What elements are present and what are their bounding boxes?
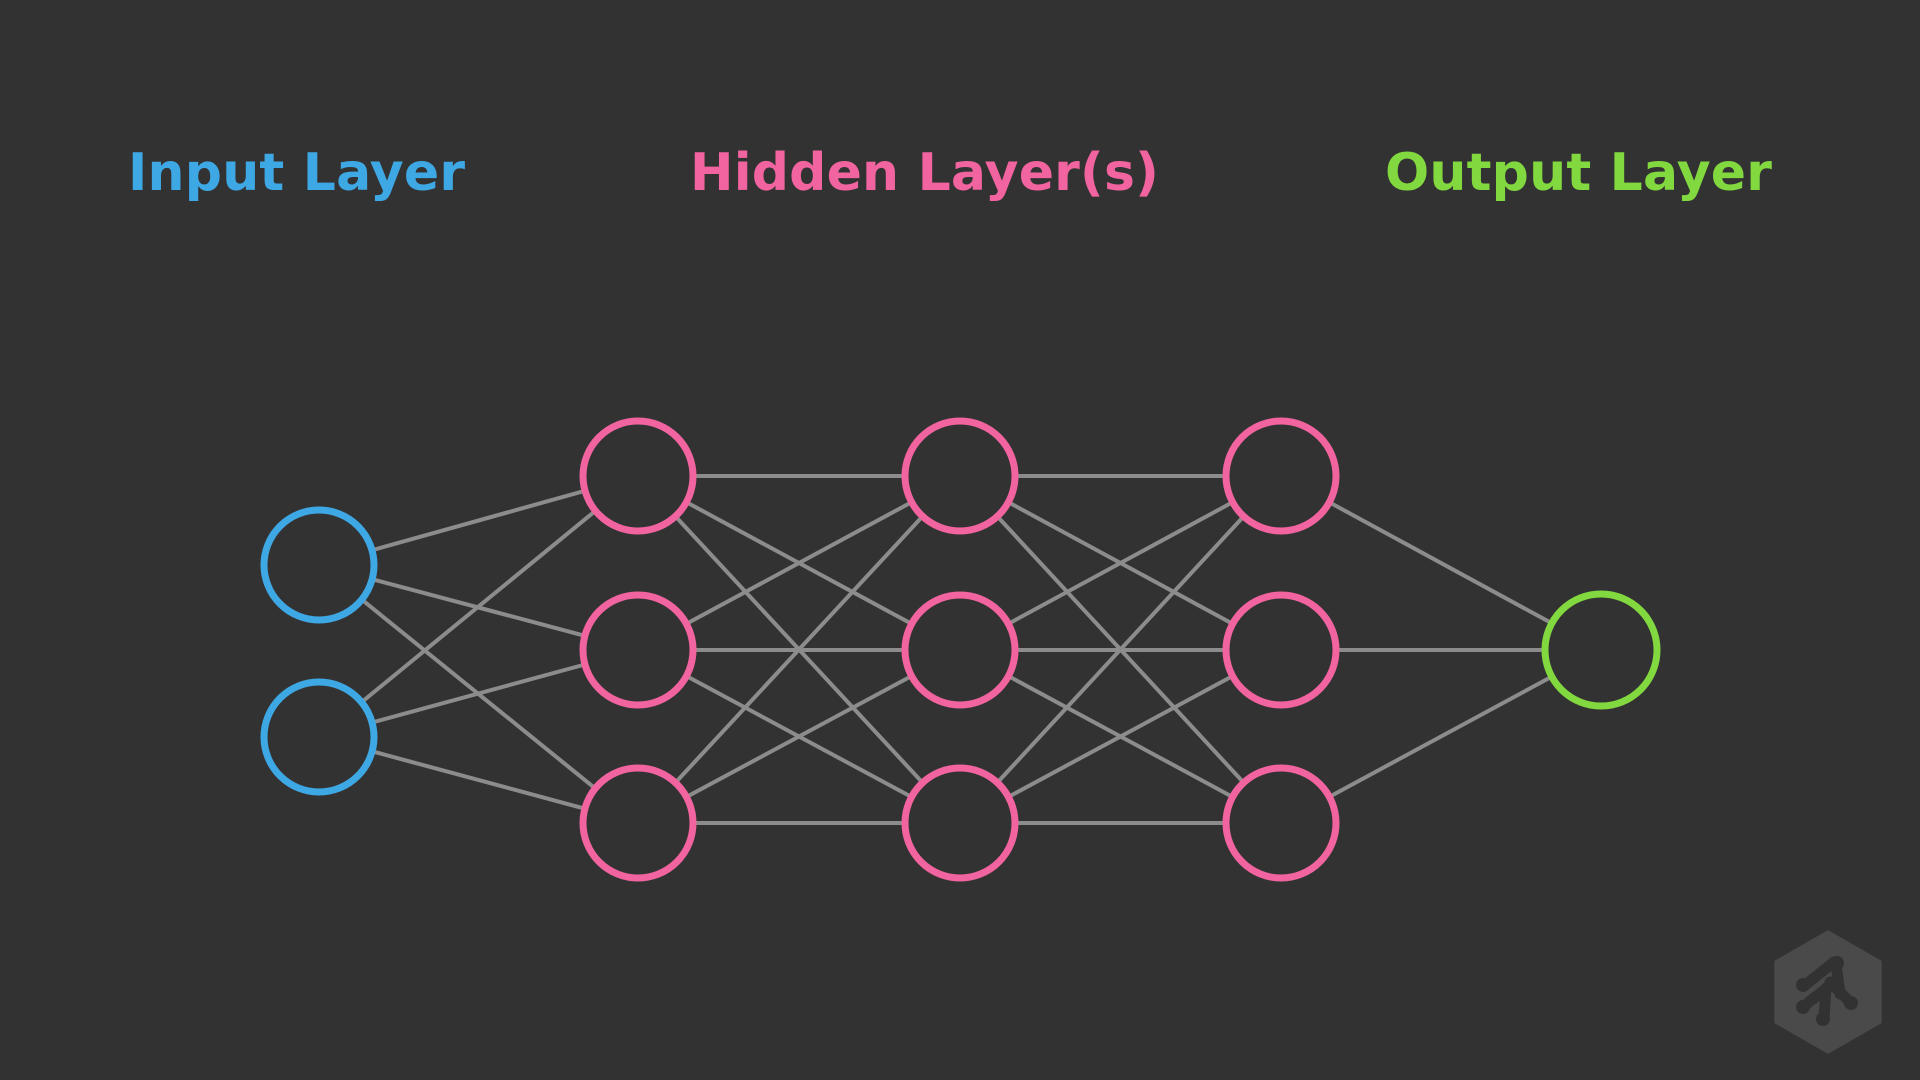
layer-input-nodes	[260, 506, 378, 796]
neuron-node[interactable]	[260, 678, 378, 796]
watermark-glyph-dot	[1830, 956, 1844, 970]
neuron-node[interactable]	[901, 417, 1019, 535]
watermark-glyph-dot	[1844, 996, 1858, 1010]
neuron-node[interactable]	[579, 591, 697, 709]
watermark-glyph-dot	[1816, 1012, 1830, 1026]
watermark-glyph-dot	[1796, 978, 1810, 992]
layer-hidden-nodes	[901, 417, 1019, 882]
connection-edge	[371, 662, 586, 725]
brand-watermark	[1774, 930, 1882, 1054]
layer-hidden-nodes	[579, 417, 697, 882]
neuron-node[interactable]	[901, 591, 1019, 709]
connection-edge	[1008, 675, 1233, 798]
neuron-nodes-group	[260, 417, 1661, 882]
watermark-glyph-dot	[1796, 1000, 1810, 1014]
connection-edge	[371, 489, 586, 552]
connection-edge	[372, 749, 585, 811]
layer-labels-group: Input Layer Hidden Layer(s) Output Layer	[128, 143, 1772, 203]
connection-edge	[1008, 501, 1233, 625]
hidden-layer-label: Hidden Layer(s)	[690, 143, 1159, 203]
connection-edge	[686, 501, 912, 625]
input-layer-label: Input Layer	[128, 143, 465, 203]
connection-edge	[686, 674, 912, 799]
connection-edge	[1329, 501, 1553, 625]
neuron-node[interactable]	[260, 506, 378, 624]
neuron-node[interactable]	[1222, 764, 1340, 882]
neuron-node[interactable]	[901, 764, 1019, 882]
neuron-node[interactable]	[579, 764, 697, 882]
connection-edge	[674, 515, 924, 784]
neuron-node[interactable]	[1222, 417, 1340, 535]
connection-edges-group	[361, 474, 1553, 825]
connection-edge	[1329, 675, 1552, 798]
layer-hidden-nodes	[1222, 417, 1340, 882]
neuron-node[interactable]	[1541, 590, 1661, 710]
neuron-node[interactable]	[579, 417, 697, 535]
connection-edge	[361, 510, 596, 703]
neuron-node[interactable]	[1222, 591, 1340, 709]
layer-output-nodes	[1541, 590, 1661, 710]
output-layer-label: Output Layer	[1385, 143, 1772, 203]
connection-edge	[996, 515, 1245, 784]
